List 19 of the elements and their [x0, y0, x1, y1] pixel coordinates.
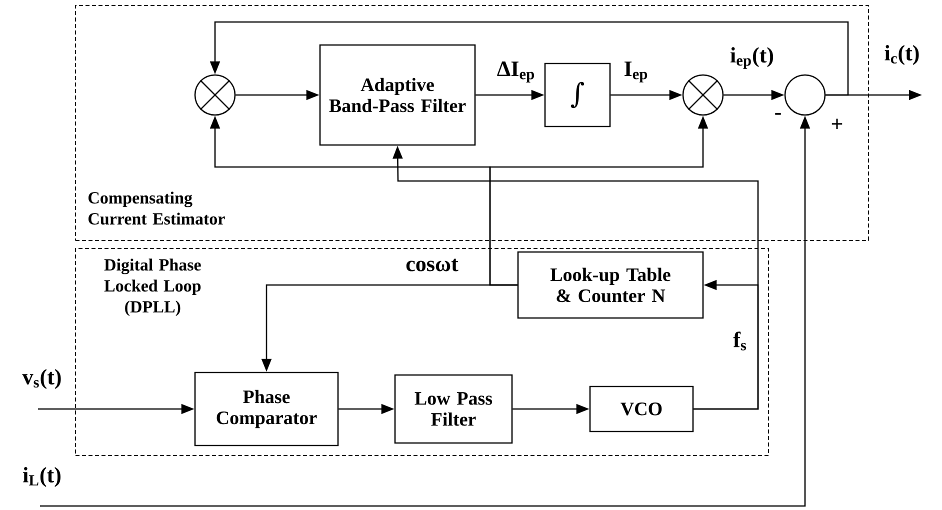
signal-label: i$_{ep}$(t): [729, 46, 775, 70]
signal-label: ΔI$_{ep}$: [496, 60, 536, 84]
sign-label: +: [832, 118, 842, 130]
multiplier-circle: [194, 74, 236, 116]
block-box: Phase Comparator: [194, 372, 339, 446]
block-box: Low Pass Filter: [394, 374, 513, 444]
signal-label: cosωt: [404, 258, 460, 272]
signal-label: i$_{c}$(t): [883, 44, 921, 66]
integrator-box: ∫: [544, 62, 611, 128]
block-box: Adaptive Band-Pass Filter: [319, 44, 476, 146]
block-box: Look-up Table & Counter N: [517, 251, 704, 319]
multiplier-circle: [682, 74, 724, 116]
summing-circle: [784, 74, 826, 116]
signal-label: v$_{s}$(t): [21, 368, 63, 390]
block-box: VCO: [589, 386, 694, 432]
signal-label: i$_{L}$(t): [22, 466, 62, 488]
signal-label: f$_{s}$: [732, 330, 748, 352]
signal-label: I$_{ep}$: [622, 60, 650, 84]
sign-label: -: [775, 112, 781, 115]
